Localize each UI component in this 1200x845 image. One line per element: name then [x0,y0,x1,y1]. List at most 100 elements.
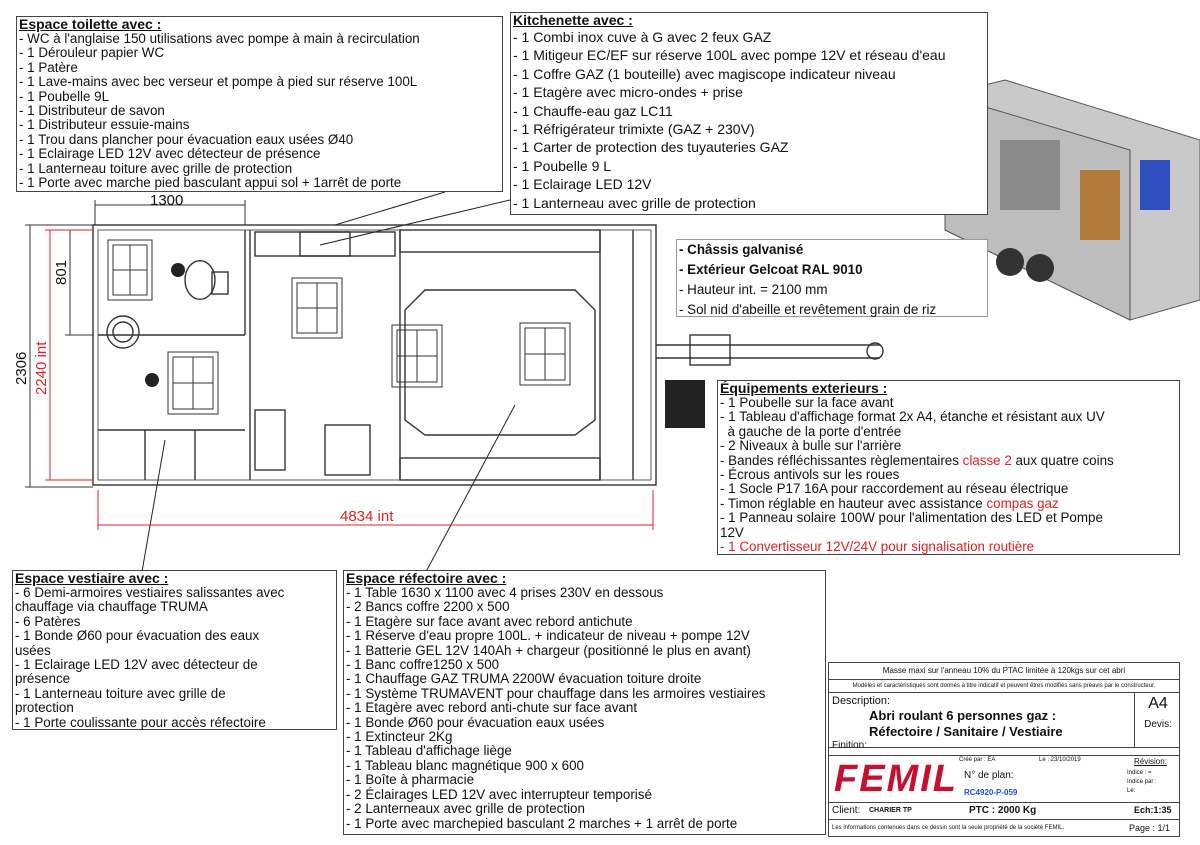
format-cell: A4 Devis: [1134,693,1181,747]
list-item: protection [15,700,74,716]
dining-title: Espace réfectoire avec : [346,570,507,586]
highlight-text: classe 2 [962,452,1012,468]
list-item: - WC à l'anglaise 150 utilisations avec … [19,31,420,46]
list-item: usées [15,642,51,658]
list-item: - 1 Socle P17 16A pour raccordement au r… [720,481,1069,497]
dim-top: 1300 [150,192,183,209]
list-item: - 1 Porte avec marchepied basculant 2 ma… [346,815,738,831]
list-item: - 1 Boîte à pharmacie [346,772,475,788]
gas-bottle [665,380,705,428]
list-item: - 1 Trou dans plancher pour évacuation e… [19,131,354,147]
created-by: Créé par : EA [959,757,996,763]
description-line1: Abri roulant 6 personnes gaz : [869,708,1057,723]
disclaimer: Modèles et caractéristiques sont donnés … [829,680,1179,693]
list-item: - 1 Tableau d'affichage format 2x A4, ét… [720,409,1105,425]
client-label: Client: [832,805,861,816]
list-item: - 1 Etagère avec micro-ondes + prise [513,84,743,101]
list-item: - Extérieur Gelcoat RAL 9010 [679,262,863,277]
locker-title: Espace vestiaire avec : [15,570,169,586]
kitchen-title: Kitchenette avec : [513,12,633,28]
list-item: - 1 Tableau d'affichage liège [346,743,512,759]
dining-list: - 1 Table 1630 x 1100 avec 4 prises 230V… [344,585,825,831]
client-row: Client: CHARIER TP PTC : 2000 Kg Ech:1:3… [829,802,1179,820]
toilet-title: Espace toilette avec : [19,16,162,32]
list-item: - 1 Dérouleur papier WC [19,45,165,61]
footer-row: Les informations contenues dans ce dessi… [829,820,1179,837]
list-item: chauffage via chauffage TRUMA [15,599,208,615]
list-item: - 1 Lanterneau toiture avec grille de pr… [19,160,293,176]
list-text: aux quatre coins [1011,452,1114,468]
list-item: - 1 Chauffage GAZ TRUMA 2200W évacuation… [346,671,702,687]
title-block: Masse maxi sur l'anneau 10% du PTAC limi… [828,662,1180,837]
list-item: - Bandes réfléchissantes règlementaires … [720,452,1179,468]
list-item: à gauche de la porte d'entrée [720,423,902,439]
list-item: - 1 Convertisseur 12V/24V pour signalisa… [720,539,1035,555]
toilet-list: - WC à l'anglaise 150 utilisations avec … [17,31,502,191]
description-row: Description: Abri roulant 6 personnes ga… [829,693,1179,748]
highlight-text: compas gaz [986,495,1059,511]
plan-number: RC4920-P-059 [964,788,1018,797]
toilet-spec-box: Espace toilette avec : - WC à l'anglaise… [16,16,503,192]
list-item: - 1 Batterie GEL 12V 140Ah + chargeur (p… [346,642,751,658]
exterior-list: - 1 Poubelle sur la face avant - 1 Table… [718,395,1179,555]
list-item: - 1 Porte coulissante pour accès réfecto… [15,714,266,730]
property-note: Les informations contenues dans ce dessi… [832,825,1065,831]
list-item: - 1 Patère [19,59,78,75]
list-item: - 1 Poubelle 9L [19,88,110,104]
locker-list: - 6 Demi-armoires vestiaires salissantes… [13,585,336,730]
list-item: - 1 Porte avec marche pied basculant app… [19,175,402,191]
list-item: - 1 Chauffe-eau gaz LC11 [513,102,673,119]
indice-par: Indice par : [1127,779,1157,785]
mass-note: Masse maxi sur l'anneau 10% du PTAC limi… [829,663,1179,680]
client-name: CHARIER TP [869,807,912,814]
le-label: Le: [1127,788,1136,794]
list-item: - 1 Coffre GAZ (1 bouteille) avec magisc… [513,65,896,82]
leader-line-locker [139,439,166,584]
list-text: - Timon réglable en hauteur avec assista… [720,495,987,511]
list-item: - 1 Table 1630 x 1100 avec 4 prises 230V… [346,585,664,600]
leader-line-dining [419,404,516,584]
list-item: - 1 Distributeur essuie-mains [19,117,190,133]
list-item: - Hauteur int. = 2100 mm [679,282,828,297]
logo-row: FEMIL Créé par : EA Le : 23/10/2019 Révi… [829,755,1179,803]
list-item: - 1 Banc coffre1250 x 500 [346,657,500,673]
list-item: - 6 Demi-armoires vestiaires salissantes… [15,585,285,600]
list-item: - 2 Lanterneaux avec grille de protectio… [346,801,585,817]
list-item: - Sol nid d'abeille et revêtement grain … [679,302,937,317]
dining-spec-box: Espace réfectoire avec : - 1 Table 1630 … [343,570,826,835]
list-item: - 1 Bonde Ø60 pour évacuation des eaux [15,628,260,644]
list-item: - 1 Carter de protection des tuyauteries… [513,139,789,156]
locker-spec-box: Espace vestiaire avec : - 6 Demi-armoire… [12,570,337,730]
list-item: - 1 Etagère avec rebord anti-chute sur f… [346,700,638,716]
exterior-spec-box: Équipements exterieurs : - 1 Poubelle su… [717,380,1180,555]
description-label: Description: [832,695,891,707]
indice: Indice : = [1127,770,1152,776]
list-item: présence [15,671,71,687]
list-item: - 1 Distributeur de savon [19,103,165,119]
dim-left-small: 801 [53,260,70,285]
list-item: - 1 Réfrigérateur trimixte (GAZ + 230V) [513,121,755,138]
dimension-lines-red [45,229,654,530]
list-item: - Châssis galvanisé [679,242,804,257]
scale: Ech:1:35 [1134,805,1172,815]
list-item: - 1 Combi inox cuve à G avec 2 feux GAZ [513,29,772,45]
page-number: Page : 1/1 [1129,823,1171,833]
trailer-body [92,224,884,486]
dim-left-inner: 2240 int [33,341,50,395]
skylights [107,239,571,415]
leader-line-toilet [334,191,446,226]
list-item: - 1 Panneau solaire 100W pour l'alimenta… [720,510,1103,526]
devis-label: Devis: [1144,719,1172,730]
ptc: PTC : 2000 Kg [969,805,1037,816]
list-item: - 1 Système TRUMAVENT pour chauffage dan… [346,685,766,701]
list-item: 12V [720,524,744,540]
revision-label: Révision: [1134,757,1167,766]
list-item: - 1 Eclairage LED 12V avec détecteur de … [19,146,321,162]
list-item: - 1 Bonde Ø60 pour évacuation eaux usées [346,714,605,730]
list-item: - 1 Réserve d'eau propre 100L. + indicat… [346,628,750,644]
date: Le : 23/10/2019 [1039,757,1081,763]
list-item: - 1 Poubelle 9 L [513,157,612,174]
list-item: - 1 Eclairage LED 12V avec détecteur de [15,657,258,673]
leader-line-kitchen [319,199,511,246]
